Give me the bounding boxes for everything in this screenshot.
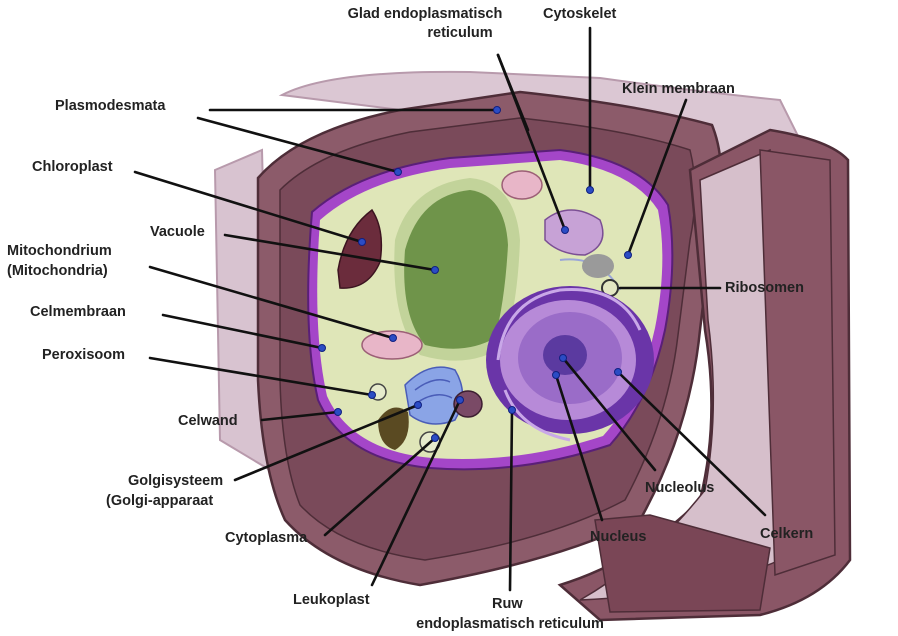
label-celkern: Celkern bbox=[760, 526, 813, 542]
label-ribosomen: Ribosomen bbox=[725, 280, 804, 296]
label-mitochondrium-line2: (Mitochondria) bbox=[7, 263, 108, 279]
label-cytoplasma: Cytoplasma bbox=[225, 530, 308, 546]
label-plasmodesmata: Plasmodesmata bbox=[55, 98, 166, 114]
label-ruw-er-line2: endoplasmatisch reticulum bbox=[416, 616, 604, 632]
label-mitochondrium-line1: Mitochondrium bbox=[7, 243, 112, 259]
label-golgi-line2: (Golgi-apparaat bbox=[106, 493, 213, 509]
label-chloroplast: Chloroplast bbox=[32, 159, 113, 175]
label-nucleus: Nucleus bbox=[590, 529, 646, 545]
label-cytoskelet: Cytoskelet bbox=[543, 6, 617, 22]
label-vacuole: Vacuole bbox=[150, 224, 205, 240]
label-ruw-er-line1: Ruw bbox=[492, 596, 523, 612]
label-nucleolus: Nucleolus bbox=[645, 480, 714, 496]
label-glad-er-line1: Glad endoplasmatisch bbox=[348, 6, 503, 22]
label-peroxisoom: Peroxisoom bbox=[42, 347, 125, 363]
label-celmembraan: Celmembraan bbox=[30, 304, 126, 320]
label-leukoplast: Leukoplast bbox=[293, 592, 370, 608]
label-glad-er-line2: reticulum bbox=[427, 25, 492, 41]
label-golgi-line1: Golgisysteem bbox=[128, 473, 223, 489]
label-celwand: Celwand bbox=[178, 413, 238, 429]
label-klein-membraan: Klein membraan bbox=[622, 81, 735, 97]
